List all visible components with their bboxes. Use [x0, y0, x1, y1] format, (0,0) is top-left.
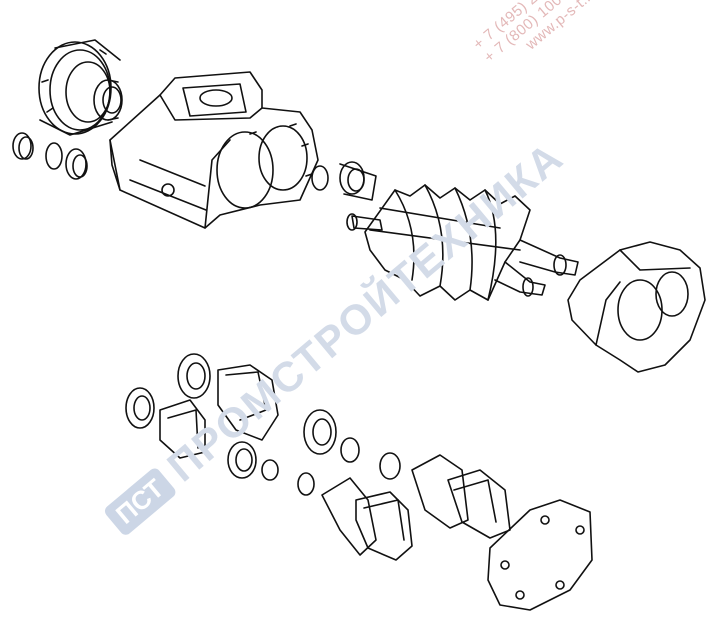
- end-cover-flange: [38, 39, 121, 136]
- left-seal-rings: [12, 132, 88, 180]
- screw-rotors: [346, 184, 579, 301]
- drive-shaft-seal: [311, 161, 377, 201]
- cover-plate: [487, 499, 593, 611]
- bearings-group-left: [125, 353, 279, 459]
- bearings-group-right: [321, 454, 511, 561]
- flange-bearing: [93, 79, 123, 121]
- bearings-group-middle: [227, 409, 401, 496]
- rotor-housing: [109, 71, 319, 229]
- bearing-housing-right: [567, 241, 706, 373]
